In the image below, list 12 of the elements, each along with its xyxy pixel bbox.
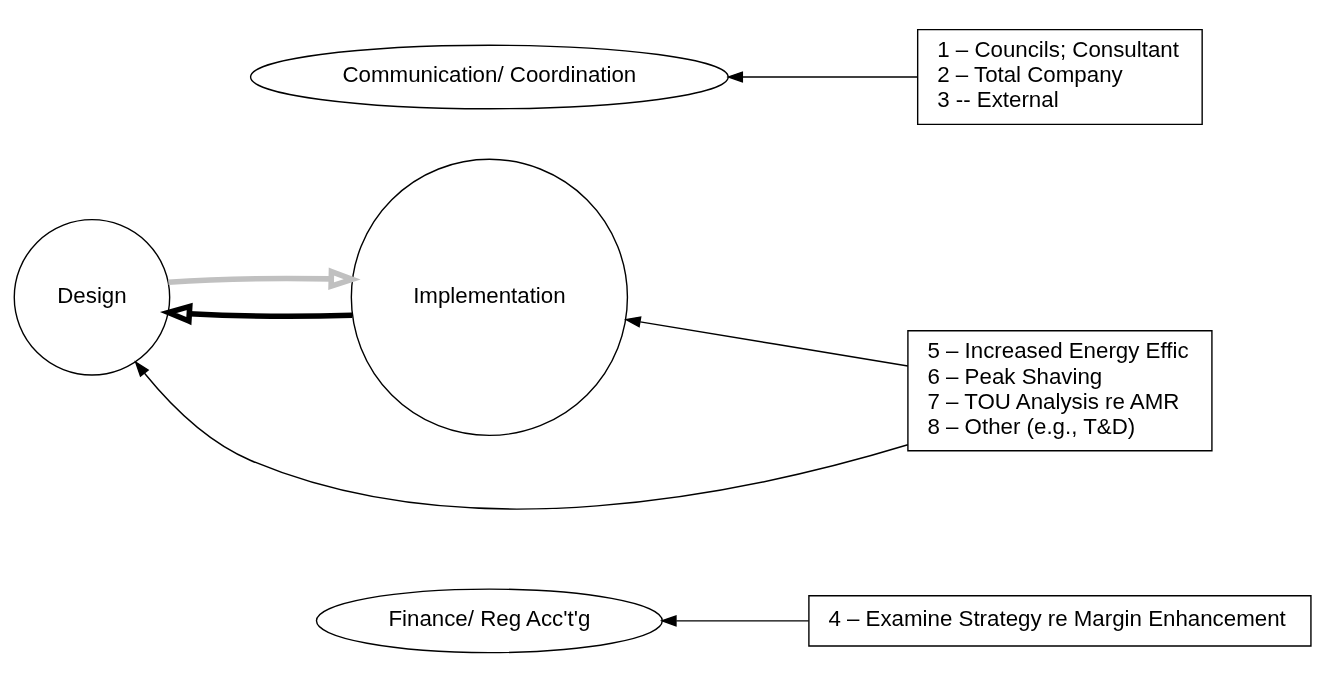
arrow <box>624 315 909 367</box>
node-box: 1 – Councils; Consultant 2 – Total Company 3 -- External <box>916 28 1203 125</box>
node-ellipse: Communication/ Coordination <box>249 44 729 109</box>
node-circle: Implementation <box>350 158 629 436</box>
arrow <box>159 302 353 325</box>
arrow <box>726 70 919 83</box>
node-box: 5 – Increased Energy Effic 6 – Peak Shaving 7 – TOU Analysis re AMR 8 – Other (e.g., T&D) <box>907 329 1213 451</box>
node-box: 4 – Examine Strategy re Margin Enhancement <box>808 594 1312 647</box>
arrow <box>659 614 810 627</box>
node-ellipse: Finance/ Reg Acc't'g <box>315 587 663 653</box>
arrow <box>134 359 909 509</box>
arrow <box>168 267 361 290</box>
